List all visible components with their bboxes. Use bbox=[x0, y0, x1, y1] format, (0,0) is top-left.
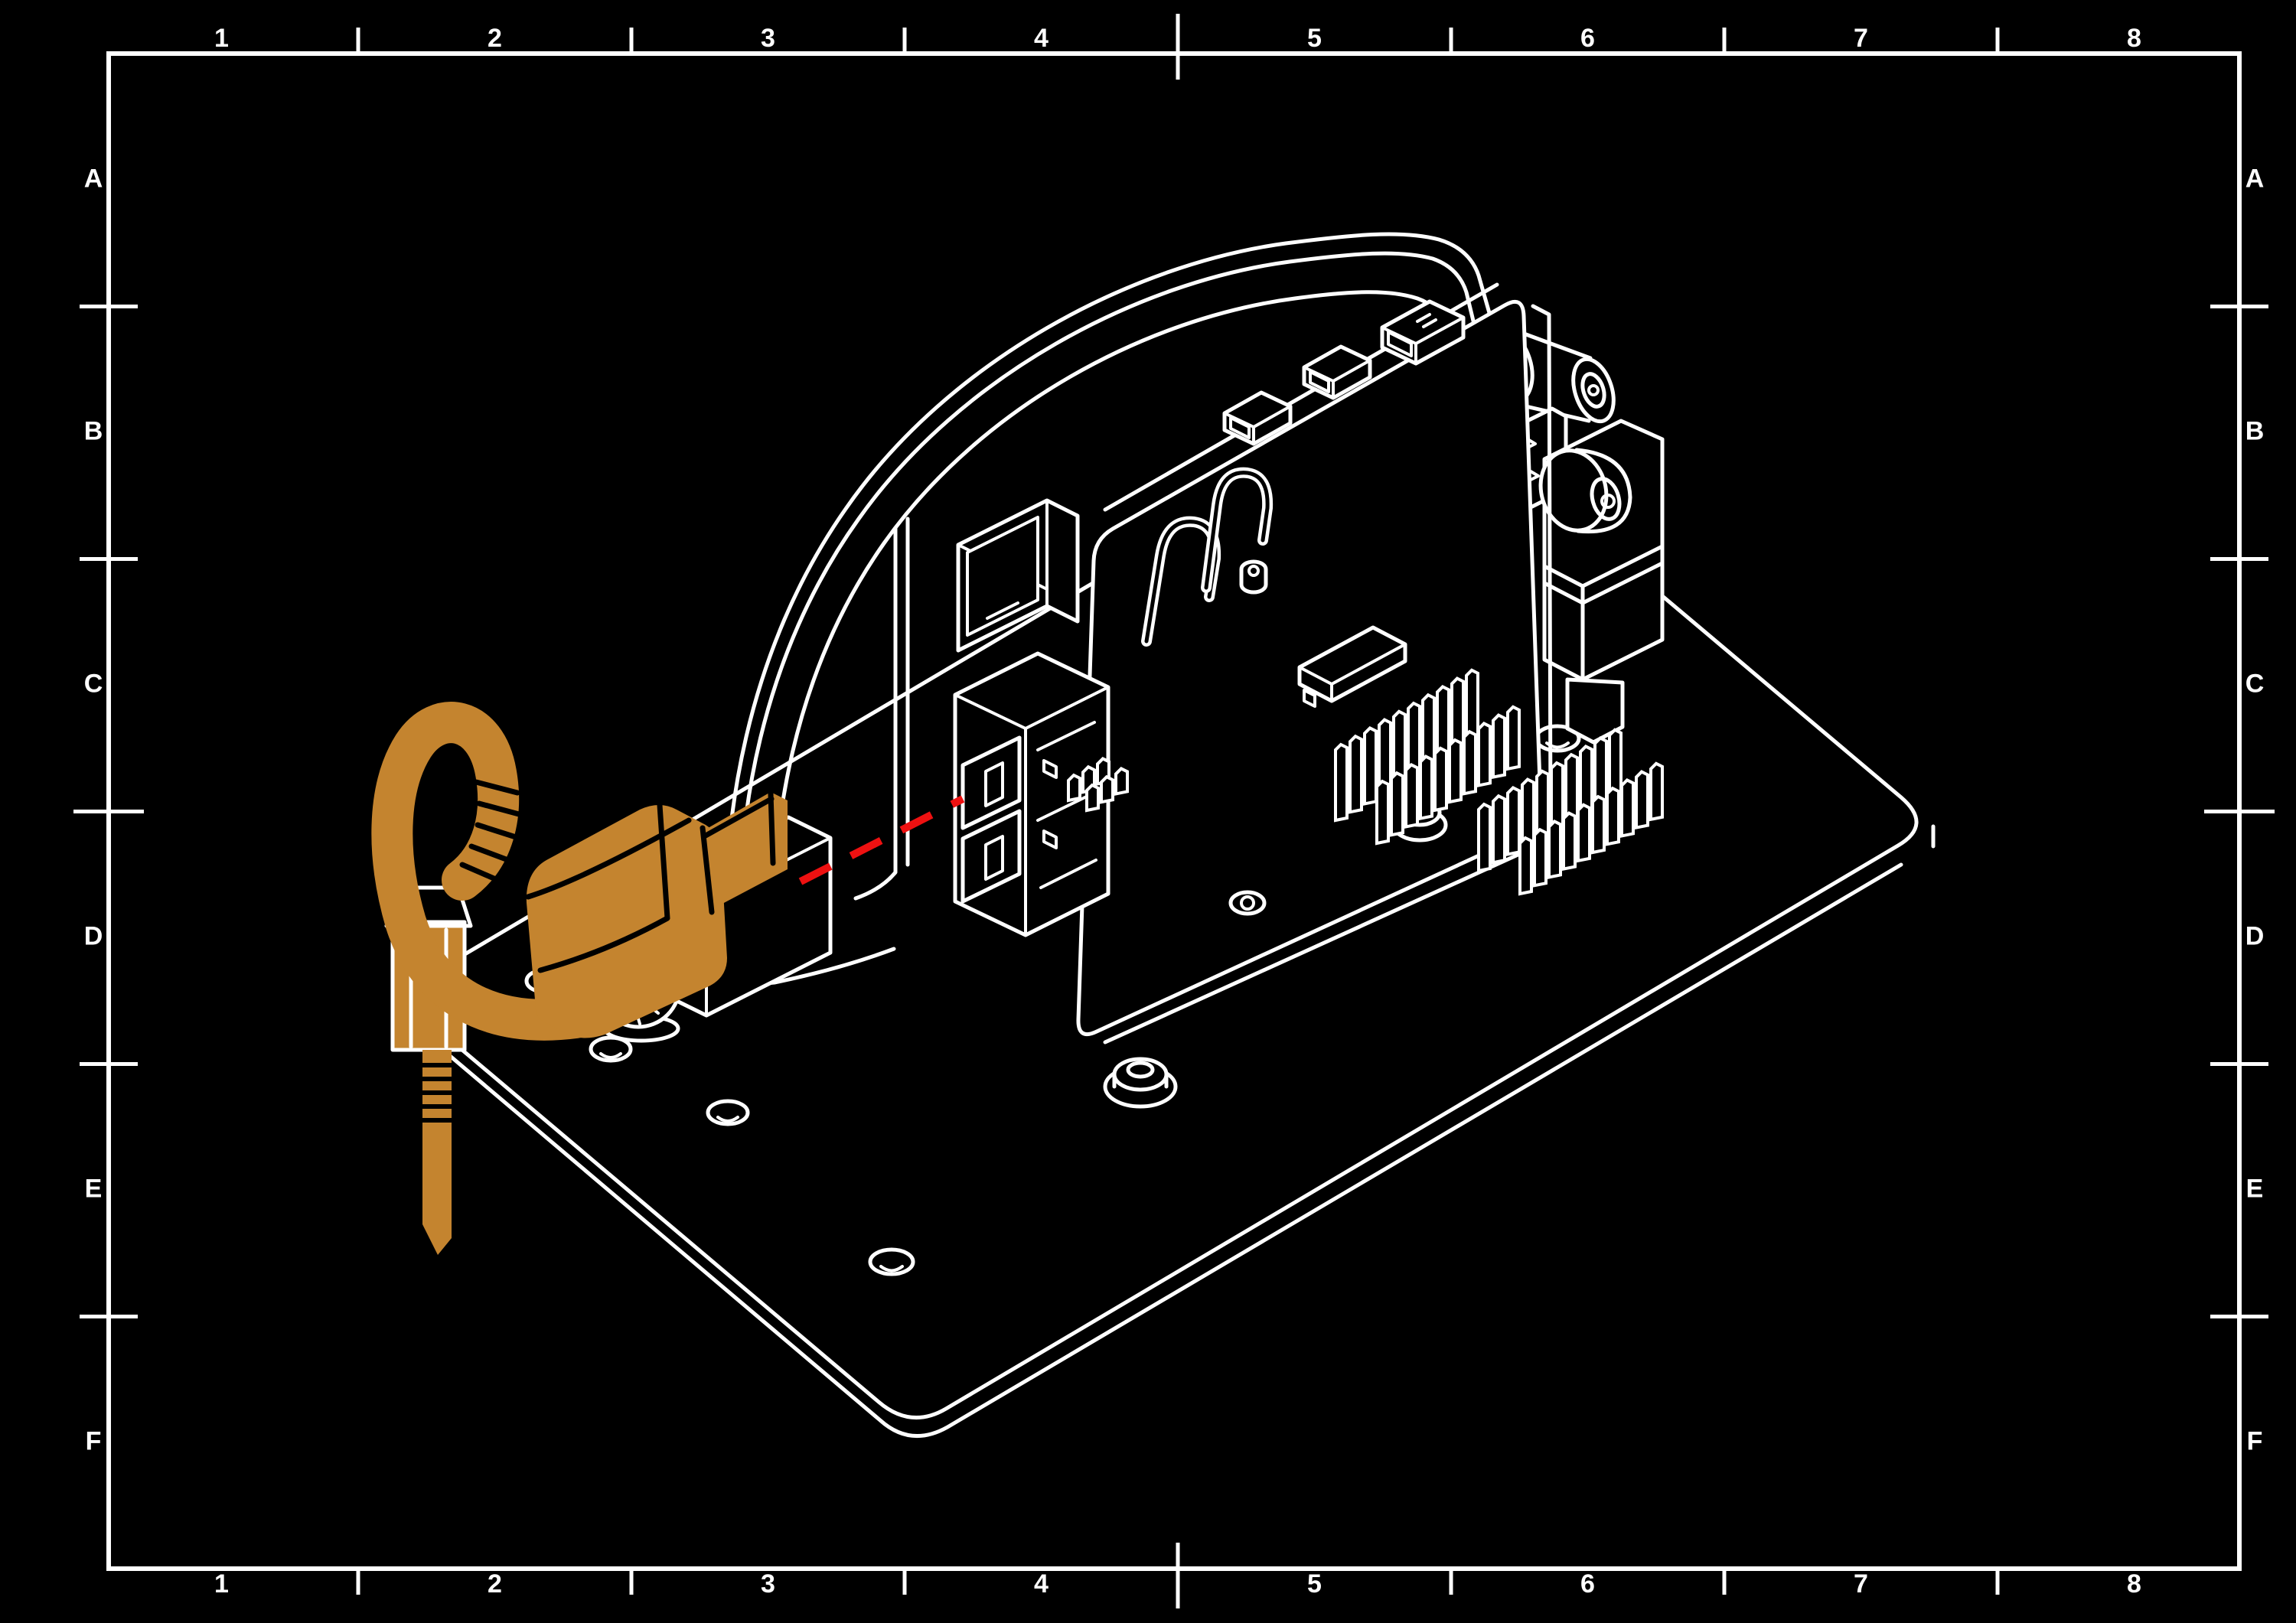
column-label-top: 3 bbox=[761, 24, 775, 53]
port-cluster bbox=[953, 498, 1110, 937]
row-label-right: B bbox=[2245, 416, 2265, 445]
arch-outer-curve bbox=[723, 232, 1496, 957]
row-label-right: C bbox=[2245, 669, 2265, 698]
insertion-guide-line bbox=[798, 795, 965, 885]
jumper-wire-hooks bbox=[1141, 467, 1274, 647]
column-label-bottom: 3 bbox=[761, 1569, 775, 1599]
row-label-left: D bbox=[84, 921, 103, 950]
usb-c-connector bbox=[1380, 299, 1466, 366]
sbc-board bbox=[1076, 282, 1553, 1045]
ethernet-port bbox=[956, 498, 1080, 653]
usb-plug-highlighted bbox=[525, 790, 788, 1038]
micro-hdmi-connector-2 bbox=[1302, 344, 1372, 400]
row-label-left: F bbox=[86, 1426, 102, 1455]
connector-tail bbox=[422, 1050, 452, 1255]
column-label-top: 5 bbox=[1307, 24, 1322, 53]
chip-component bbox=[1297, 625, 1407, 708]
row-label-right: A bbox=[2245, 164, 2265, 193]
plate-screw-front bbox=[1103, 1057, 1178, 1109]
gpio-pin-headers bbox=[1067, 668, 1664, 896]
row-label-left: A bbox=[84, 164, 103, 193]
column-label-top: 2 bbox=[488, 24, 502, 53]
column-label-top: 4 bbox=[1034, 24, 1049, 53]
row-label-left: B bbox=[84, 416, 103, 445]
board-edge-band bbox=[1103, 282, 1553, 1045]
column-label-bottom: 6 bbox=[1580, 1569, 1595, 1599]
column-label-top: 1 bbox=[214, 24, 229, 53]
micro-hdmi-connector-1 bbox=[1222, 390, 1293, 446]
column-label-bottom: 7 bbox=[1854, 1569, 1868, 1599]
arch-inner-curve bbox=[771, 290, 1456, 954]
stand-arch bbox=[723, 232, 1496, 989]
row-label-right: F bbox=[2247, 1426, 2263, 1455]
row-label-left: C bbox=[84, 669, 103, 698]
column-label-bottom: 8 bbox=[2127, 1569, 2141, 1599]
row-label-right: E bbox=[2246, 1174, 2264, 1203]
usb-port-stack bbox=[953, 651, 1110, 937]
column-label-bottom: 4 bbox=[1034, 1569, 1049, 1599]
column-label-top: 6 bbox=[1580, 24, 1595, 53]
row-label-right: D bbox=[2245, 921, 2265, 950]
frame-ticks bbox=[73, 14, 2275, 1608]
rod-end-screw bbox=[1580, 372, 1606, 409]
column-label-bottom: 2 bbox=[488, 1569, 502, 1599]
plug-shaft bbox=[704, 792, 788, 904]
column-label-top: 8 bbox=[2127, 24, 2141, 53]
column-label-bottom: 5 bbox=[1307, 1569, 1322, 1599]
row-label-left: E bbox=[85, 1174, 103, 1203]
column-label-top: 7 bbox=[1854, 24, 1868, 53]
hood-edge-lines bbox=[853, 517, 910, 901]
cable bbox=[371, 702, 596, 1041]
arch-mid-curve bbox=[738, 251, 1479, 957]
column-label-bottom: 1 bbox=[214, 1569, 229, 1599]
highlighted-cable-assembly bbox=[371, 702, 788, 1255]
